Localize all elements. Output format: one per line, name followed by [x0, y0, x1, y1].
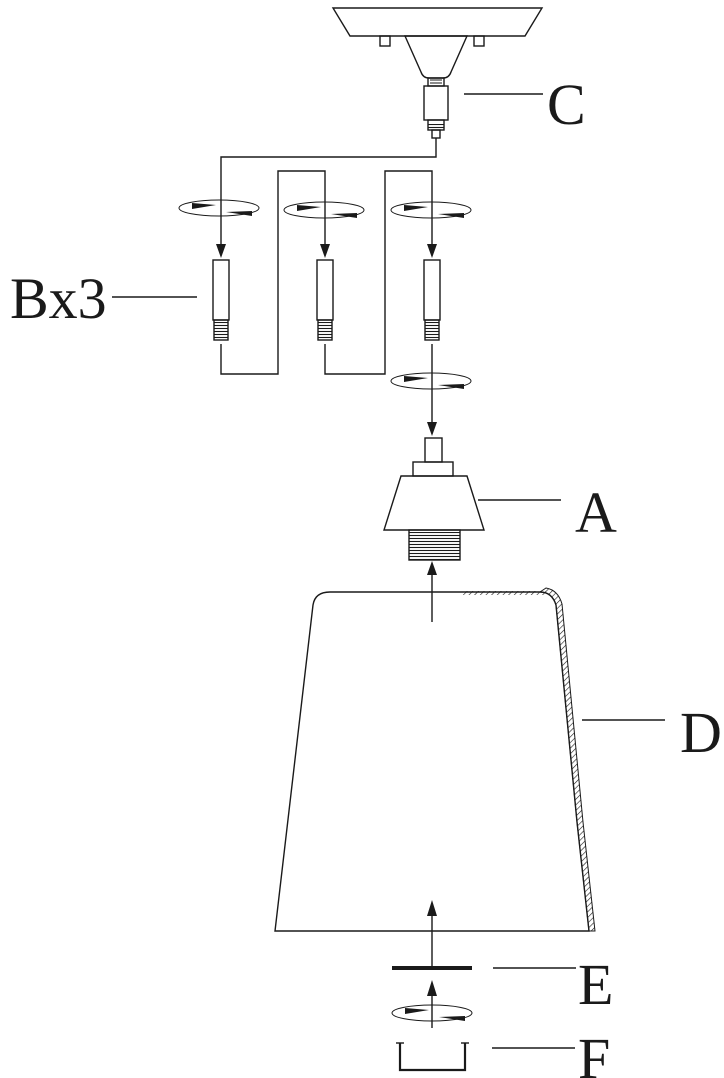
- extension-rod-2: [316, 259, 334, 341]
- rotation-arrow-1: [178, 199, 260, 217]
- insert-arrow-top: [427, 561, 437, 622]
- lamp-holder-a: [383, 437, 561, 561]
- extension-rod-3: [423, 259, 441, 341]
- label-d: D: [680, 700, 722, 765]
- label-b: Bx3: [10, 266, 107, 331]
- label-f: F: [578, 1026, 610, 1078]
- label-a: A: [575, 480, 617, 545]
- insert-arrow-bottom: [427, 900, 437, 966]
- label-c: C: [547, 72, 586, 137]
- label-e: E: [578, 952, 613, 1017]
- insert-arrow-ring: [427, 980, 437, 1028]
- cord-connector-c: [423, 77, 543, 139]
- rotation-arrow-3: [390, 201, 472, 219]
- lamp-shade-d: [274, 587, 665, 932]
- extension-rod-1: [212, 259, 230, 341]
- washer-e: [392, 966, 576, 970]
- rotation-arrow-2: [283, 201, 365, 219]
- rotation-arrow-4: [390, 372, 472, 390]
- ceiling-canopy: [331, 7, 544, 79]
- shade-ring-f: [396, 1042, 575, 1072]
